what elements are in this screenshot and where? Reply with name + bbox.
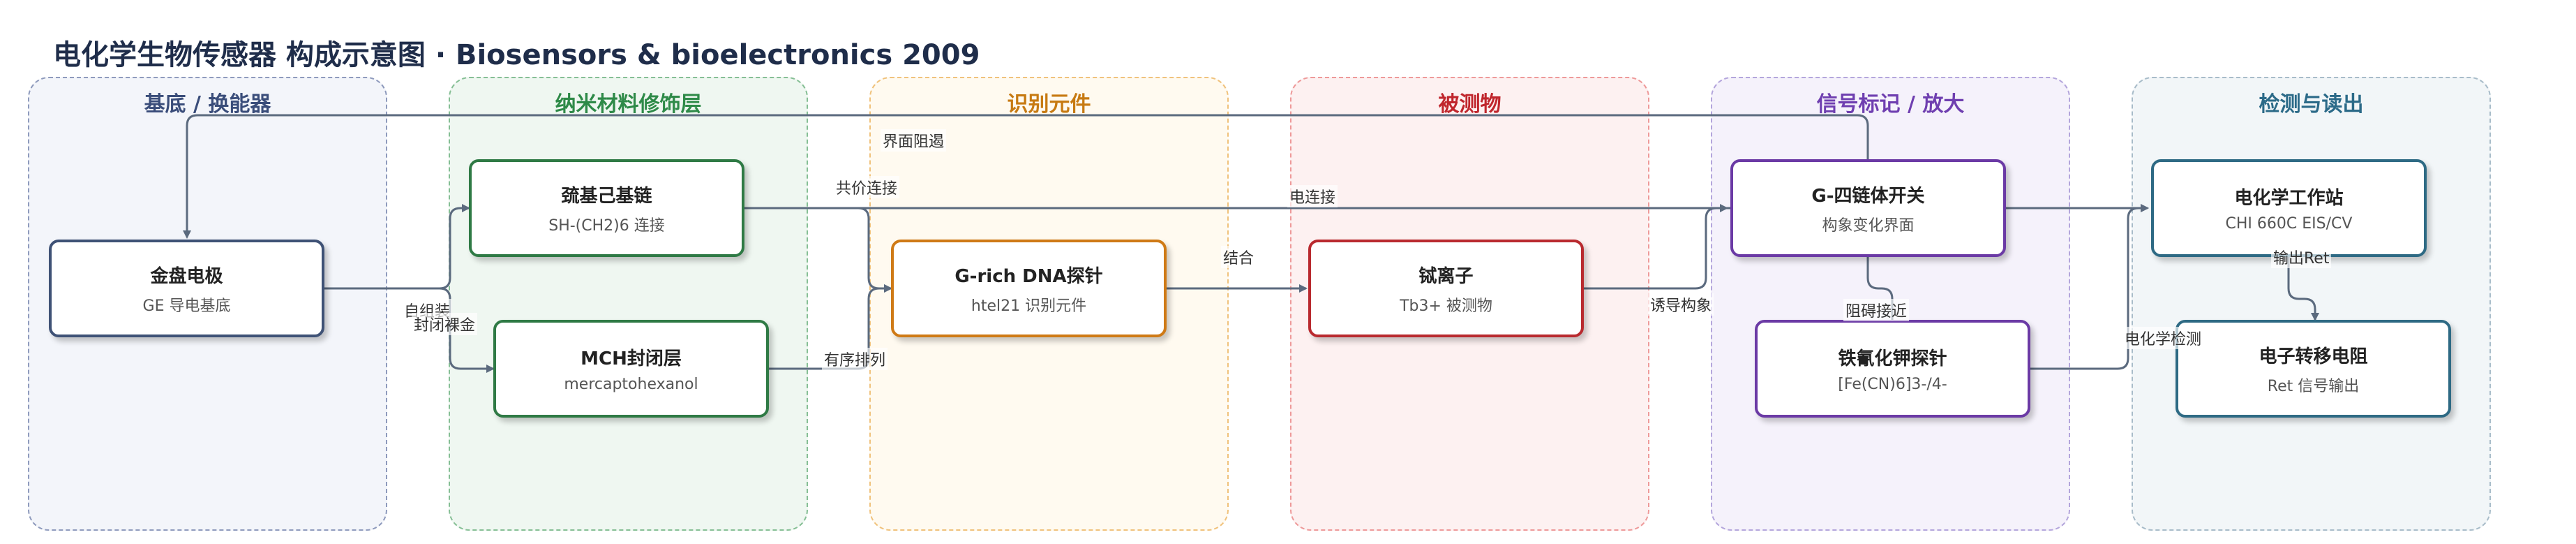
lane-nano	[449, 77, 808, 531]
node-dna-probe: G-rich DNA探针 htel21 识别元件	[891, 240, 1167, 337]
node-subtitle: htel21 识别元件	[971, 297, 1087, 315]
edge-gold-thiol	[324, 204, 470, 290]
edge-gquad-ferri	[1866, 257, 1894, 320]
lane-title-nano: 纳米材料修饰层	[555, 92, 702, 117]
edge-thiol-probe	[744, 207, 892, 293]
lane-title-detect: 检测与读出	[2259, 92, 2364, 117]
lane-title-signal: 信号标记 / 放大	[1816, 92, 1965, 117]
node-gold-electrode: 金盘电极 GE 导电基底	[49, 240, 324, 337]
edge-ferri-station	[2028, 204, 2149, 370]
node-title: MCH封闭层	[581, 348, 682, 369]
edge-label-ec-detect: 电化学检测	[2122, 327, 2204, 349]
node-title: G-四链体开关	[1811, 185, 1925, 207]
node-subtitle: CHI 660C EIS/CV	[2225, 215, 2353, 233]
node-subtitle: Tb3+ 被测物	[1400, 297, 1492, 315]
node-thiol-chain: 巯基己基链 SH-(CH2)6 连接	[469, 159, 744, 257]
edge-label-blocking: 封闭裸金	[412, 313, 478, 335]
node-subtitle: Ret 信号输出	[2267, 377, 2360, 395]
lane-detect	[2132, 77, 2491, 531]
node-subtitle: GE 导电基底	[142, 297, 231, 315]
node-terbium-ion: 铽离子 Tb3+ 被测物	[1308, 240, 1584, 337]
node-subtitle: [Fe(CN)6]3-/4-	[1838, 376, 1947, 393]
edge-label-electric: 电连接	[1287, 185, 1338, 207]
edge-label-output-ret: 输出Ret	[2271, 246, 2332, 268]
edge-label-hinder: 阻碍接近	[1843, 299, 1910, 321]
node-charge-transfer-resistance: 电子转移电阻 Ret 信号输出	[2176, 320, 2451, 418]
edge-gquad-gold	[183, 114, 1869, 239]
node-title: 铽离子	[1418, 265, 1474, 287]
edge-label-induce: 诱导构象	[1648, 293, 1714, 316]
node-subtitle: mercaptohexanol	[564, 376, 698, 393]
node-title: 电子转移电阻	[2259, 346, 2368, 367]
lane-title-recog: 识别元件	[1007, 92, 1091, 117]
edge-tb-gquad	[1584, 204, 1728, 290]
lane-title-analyte: 被测物	[1438, 92, 1502, 117]
node-title: 巯基己基链	[561, 185, 652, 207]
node-title: 电化学工作站	[2234, 188, 2344, 209]
node-title: 金盘电极	[150, 265, 223, 287]
edge-label-ordered: 有序排列	[822, 348, 888, 370]
node-title: G-rich DNA探针	[954, 265, 1103, 287]
node-ferricyanide-probe: 铁氰化钾探针 [Fe(CN)6]3-/4-	[1755, 320, 2030, 418]
lane-title-substrate: 基底 / 换能器	[144, 92, 271, 117]
node-subtitle: SH-(CH2)6 连接	[548, 216, 665, 235]
node-mch-layer: MCH封闭层 mercaptohexanol	[493, 320, 769, 418]
edge-label-binding: 结合	[1221, 246, 1257, 268]
node-electrochem-station: 电化学工作站 CHI 660C EIS/CV	[2151, 159, 2427, 257]
node-subtitle: 构象变化界面	[1822, 216, 1915, 235]
node-title: 铁氰化钾探针	[1838, 348, 1947, 369]
edge-label-interface-barrier: 界面阻遏	[881, 129, 947, 152]
node-g-quadruplex-switch: G-四链体开关 构象变化界面	[1730, 159, 2006, 257]
edge-station-ret	[2287, 257, 2319, 321]
edge-label-covalent: 共价连接	[834, 176, 900, 198]
page-title: 电化学生物传感器 构成示意图 · Biosensors & bioelectro…	[53, 39, 980, 71]
